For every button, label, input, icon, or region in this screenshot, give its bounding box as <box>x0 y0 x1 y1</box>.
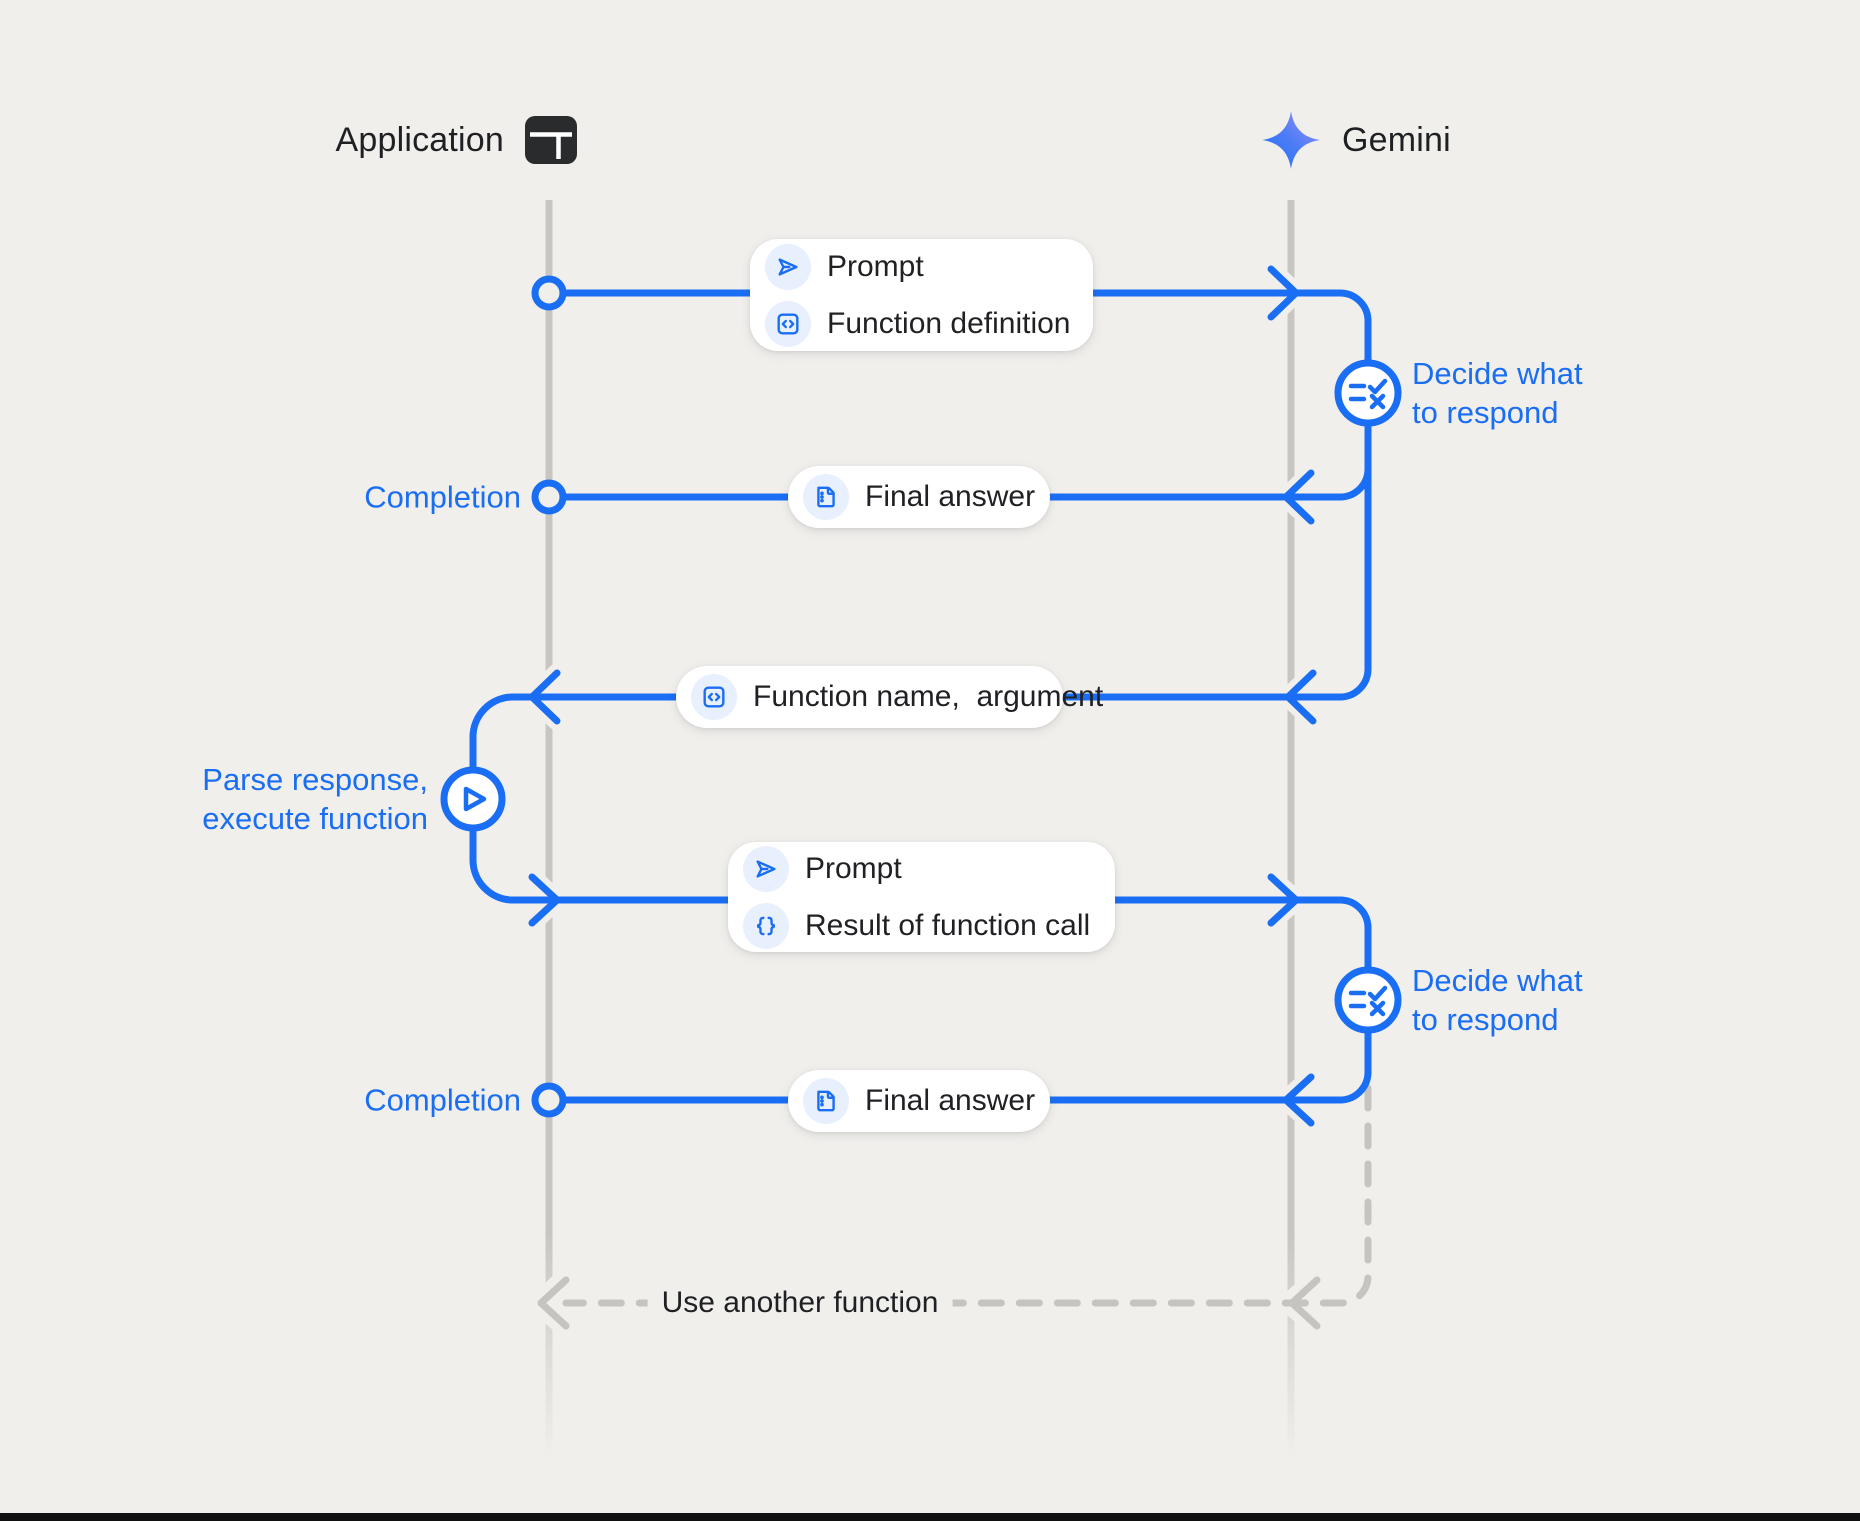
completion-label-1: Completion <box>364 479 521 515</box>
final-answer1-branch-line <box>545 465 1372 501</box>
use-another-function-line <box>562 1084 1372 1307</box>
braces-icon <box>743 902 789 949</box>
endpoint-request1-start <box>531 275 567 311</box>
document-icon <box>803 1078 849 1124</box>
message-box-request1: Prompt Function definition <box>750 239 1093 351</box>
message-box-request2: Prompt Result of function call <box>728 842 1115 952</box>
decide-node-2 <box>1334 966 1402 1034</box>
endpoint-completion2 <box>531 1082 567 1118</box>
code-box-icon <box>765 300 811 347</box>
gemini-label: Gemini <box>1342 120 1451 159</box>
document-icon <box>803 474 849 520</box>
message-row: Function definition <box>765 300 1071 347</box>
message-row: Prompt <box>765 243 1067 290</box>
parse-note-line: execute function <box>202 801 428 836</box>
arrowhead-request2-application <box>528 873 561 927</box>
message-row: Result of function call <box>743 902 1091 949</box>
bottom-black-bar <box>0 1513 1860 1521</box>
arrowhead-final-answer2 <box>1282 1073 1315 1127</box>
browser-window-icon <box>525 116 577 164</box>
message-label: Function name, argument <box>753 680 1104 713</box>
actor-application: Application <box>0 116 577 164</box>
send-icon <box>765 243 811 290</box>
message-label: Final answer <box>865 1084 1036 1117</box>
checklist-decide-icon <box>1348 378 1388 410</box>
parse-execute-node <box>440 766 506 832</box>
message-label: Final answer <box>865 480 1036 513</box>
arrowhead-request1 <box>1267 265 1300 321</box>
use-another-function-label: Use another function <box>647 1286 953 1320</box>
decide-note-2: Decide what to respond <box>1412 961 1583 1039</box>
message-label: Prompt <box>827 249 924 283</box>
application-label: Application <box>335 120 504 159</box>
arrowhead-request2-gemini <box>1267 873 1300 927</box>
parse-note: Parse response, execute function <box>0 760 428 838</box>
code-box-icon <box>691 674 737 720</box>
message-box-final-answer2: Final answer <box>788 1070 1050 1132</box>
decide-note-line: Decide what <box>1412 963 1583 998</box>
message-box-function-name: Function name, argument <box>676 666 1103 728</box>
checklist-decide-icon <box>1348 985 1388 1017</box>
parse-note-line: Parse response, <box>202 762 428 797</box>
send-icon <box>743 845 789 892</box>
completion-label-2: Completion <box>364 1082 521 1118</box>
use-another-function-flow <box>537 1084 1372 1330</box>
endpoint-completion1 <box>531 479 567 515</box>
decide-note-1: Decide what to respond <box>1412 354 1583 432</box>
actor-gemini: Gemini <box>1262 111 1451 169</box>
decide-node-1 <box>1334 359 1402 427</box>
message-label: Result of function call <box>805 908 1091 942</box>
play-icon <box>463 786 487 812</box>
message-row: Final answer <box>803 1078 1035 1124</box>
decide-note-line: to respond <box>1412 1002 1559 1037</box>
arrowhead-function-name-gemini <box>1284 669 1317 725</box>
use-another-arrowhead-application <box>537 1276 570 1330</box>
arrowhead-function-name-application <box>528 669 561 725</box>
use-another-arrowhead-gemini <box>1288 1276 1321 1330</box>
gemini-sparkle-icon <box>1262 111 1320 169</box>
decide-note-line: Decide what <box>1412 356 1583 391</box>
flow-endpoints <box>531 275 567 1118</box>
message-label: Prompt <box>805 851 902 885</box>
decide-note-line: to respond <box>1412 395 1559 430</box>
message-label: Function definition <box>827 306 1071 340</box>
arrowhead-final-answer1 <box>1282 469 1315 525</box>
message-row: Prompt <box>743 845 1089 892</box>
message-row: Function name, argument <box>691 674 1103 720</box>
wire-casings <box>463 259 1378 1338</box>
message-row: Final answer <box>803 474 1035 520</box>
message-box-final-answer1: Final answer <box>788 466 1050 528</box>
